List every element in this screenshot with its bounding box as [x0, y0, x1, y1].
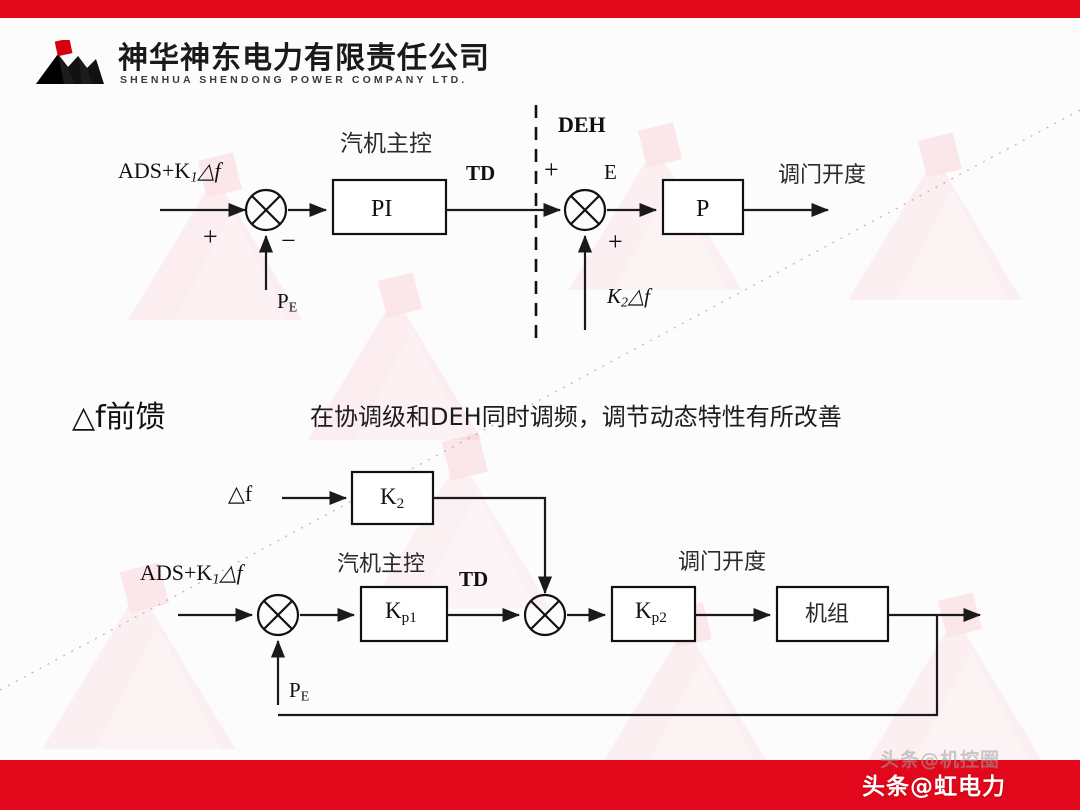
footer-watermark: 头条@虹电力 — [862, 774, 1006, 800]
diagram1-pi-block-label: PI — [371, 196, 393, 222]
section-title: △f前馈 — [72, 400, 166, 435]
section-caption: 在协调级和DEH同时调频，调节动态特性有所改善 — [310, 403, 842, 431]
diagram1-sum2-plus-bottom: + — [608, 227, 623, 256]
diagram2-df-input-label: △f — [228, 481, 253, 506]
diagram1-p-block-label: P — [696, 196, 710, 222]
diagram1-sum1-minus: − — [281, 226, 296, 255]
diagram1-input-label: ADS+K1△f — [118, 158, 221, 186]
diagram2-unit-block-label: 机组 — [805, 602, 850, 627]
diagram2-k2-block-label: K2 — [380, 484, 405, 512]
diagram2-td-signal: TD — [459, 567, 489, 591]
company-logo: 神华神东电力有限责任公司 SHENHUA SHENDONG POWER COMP… — [34, 36, 489, 92]
diagram1-error-label: E — [604, 160, 617, 184]
diagram1-k2-df-label: K2△f — [607, 284, 650, 310]
diagram2-output-label: 调门开度 — [678, 550, 767, 575]
diagram2-kp2-block-label: Kp2 — [635, 598, 667, 626]
diagram1-td-signal: TD — [466, 161, 496, 185]
company-name-en: SHENHUA SHENDONG POWER COMPANY LTD. — [120, 74, 468, 86]
diagram-2-control-loop — [178, 470, 982, 717]
diagram1-deh-section-label: DEH — [558, 112, 606, 137]
diagram1-pi-block-title: 汽机主控 — [340, 131, 432, 157]
mountain-logo-icon — [34, 38, 106, 86]
diagram-1-control-loop — [160, 105, 830, 345]
top-accent-bar — [0, 0, 1080, 18]
diagram1-sum1-plus: + — [203, 222, 218, 251]
footer-watermark-ghost: 头条@机控圈 — [880, 749, 1001, 771]
diagram2-kp1-block-title: 汽机主控 — [337, 552, 426, 577]
diagram2-input-label: ADS+K1△f — [140, 560, 243, 588]
diagram1-output-label: 调门开度 — [778, 163, 867, 188]
company-name-cn: 神华神东电力有限责任公司 — [118, 41, 490, 76]
diagram2-feedback-label: PE — [289, 678, 310, 704]
diagram1-feedback-label: PE — [277, 289, 298, 315]
bottom-accent-bar — [0, 760, 1080, 810]
diagram1-sum2-plus-top: + — [544, 155, 559, 184]
diagram2-kp1-block-label: Kp1 — [385, 598, 417, 626]
